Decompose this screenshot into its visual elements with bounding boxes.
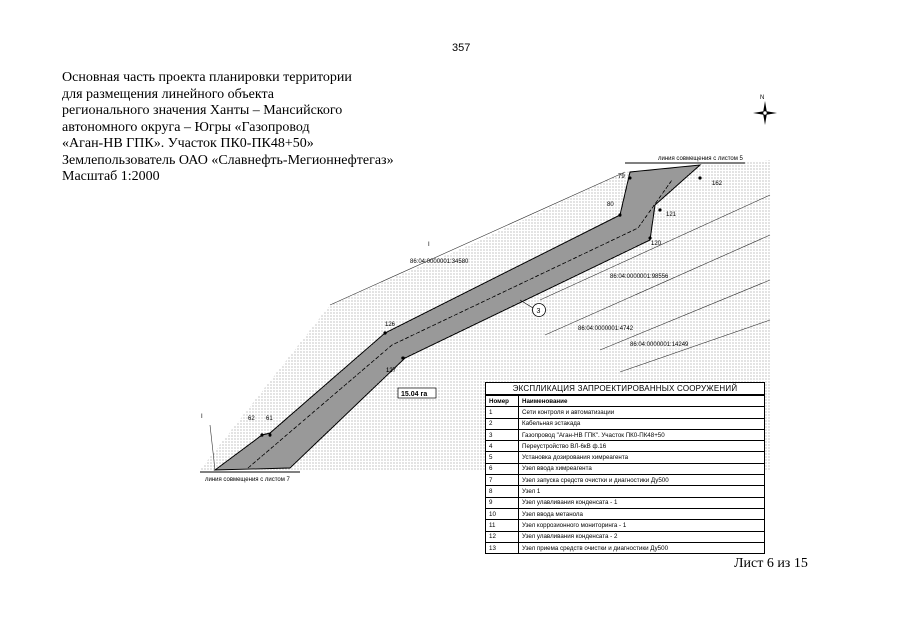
legend-header-row: Номер Наименование — [485, 394, 765, 408]
callout-leader — [519, 299, 534, 309]
row-name: Узел ввода химреагента — [518, 462, 765, 476]
row-number: 1 — [485, 406, 519, 419]
vertex-point — [698, 176, 702, 180]
vertex-markers — [260, 176, 702, 437]
sheet-label: Лист 6 из 15 — [734, 556, 808, 571]
row-number: 2 — [485, 417, 519, 430]
title-line-4: автономного округа – Югры «Газопровод — [62, 119, 310, 135]
vertex-point — [628, 176, 632, 180]
pipeline-axis — [247, 179, 673, 469]
boundary-line — [544, 234, 771, 336]
row-name: Узел коррозионного мониторинга - 1 — [518, 519, 765, 532]
vertex-point — [618, 213, 622, 217]
legend-header-number: Номер — [485, 394, 519, 408]
vertex-label: 61 — [266, 416, 273, 422]
row-number: 3 — [485, 428, 519, 442]
row-number: 10 — [485, 507, 519, 521]
vertex-point — [401, 356, 405, 360]
vertex-label: I — [428, 242, 430, 248]
row-name: Установка дозирования химреагента — [518, 451, 765, 464]
boundary-line — [619, 319, 771, 373]
row-name: Узел 1 — [518, 485, 765, 498]
vertex-point — [648, 236, 652, 240]
title-line-2: для размещения линейного объекта — [62, 86, 274, 102]
title-block: Основная часть проекта планировки террит… — [62, 70, 394, 186]
title-line-6: Землепользователь ОАО «Славнефть-Мегионн… — [62, 152, 394, 168]
row-number: 9 — [485, 496, 519, 509]
legend-title: ЭКСПЛИКАЦИЯ ЗАПРОЕКТИРОВАННЫХ СООРУЖЕНИЙ — [485, 382, 765, 395]
row-number: 4 — [485, 440, 519, 453]
row-name: Узел ввода метанола — [518, 507, 765, 521]
vertex-label: 121 — [666, 212, 677, 218]
legend-header-name: Наименование — [518, 394, 765, 408]
row-name: Сети контроля и автоматизации — [518, 406, 765, 419]
north-label: N — [760, 95, 764, 101]
row-name: Узел запуска средств очистки и диагности… — [518, 474, 765, 487]
vertex-label: 127 — [386, 368, 397, 374]
pipeline-corridor — [213, 164, 702, 471]
parcel-label-4: 86:04:0000001:14249 — [630, 342, 689, 348]
row-name: Газопровод "Аган-НВ ГПК". Участок ПК0-ПК… — [518, 428, 765, 442]
row-name: Узел улавливания конденсата - 2 — [518, 530, 765, 543]
vertex-label: 80 — [607, 202, 614, 208]
parcel-label-1: 86:04:0000001:34580 — [410, 259, 469, 265]
vertex-label: 162 — [712, 181, 723, 187]
title-line-5: «Аган-НВ ГПК». Участок ПК0-ПК48+50» — [62, 136, 314, 151]
callout-number: 3 — [537, 308, 541, 315]
row-number: 11 — [485, 519, 519, 532]
callout-circle — [532, 303, 546, 317]
row-name: Переустройство ВЛ-6кВ ф.16 — [518, 440, 765, 453]
vertex-label: 126 — [385, 322, 396, 328]
vertex-label: 79 — [618, 174, 625, 180]
vertex-labels: 79 162 80 121 120 126 127 62 61 I I — [201, 174, 723, 422]
boundary-line — [329, 171, 626, 306]
row-number: 7 — [485, 474, 519, 487]
vertex-point — [268, 433, 272, 437]
junction-label-top: линия совмещения с листом 5 — [658, 156, 744, 162]
vertex-label: I — [201, 414, 203, 420]
parcel-label-3: 86:04:0000001:4742 — [578, 326, 634, 332]
vertex-point — [260, 433, 264, 437]
vertex-point — [658, 208, 662, 212]
boundary-line — [539, 194, 771, 301]
row-name: Кабельная эстакада — [518, 417, 765, 430]
page-number: 357 — [452, 42, 471, 54]
parcel-label-2: 86:04:0000001:98556 — [610, 274, 669, 280]
boundary-line — [599, 279, 771, 351]
vertex-label: 120 — [651, 241, 662, 247]
vertex-label: 62 — [248, 416, 255, 422]
row-number: 5 — [485, 451, 519, 464]
row-name: Узел приема средств очистки и диагностик… — [518, 541, 765, 555]
parcel-boundaries — [209, 171, 771, 471]
title-line-3: регионального значения Ханты – Мансийско… — [62, 103, 343, 118]
area-label-box — [397, 387, 437, 399]
legend-table: ЭКСПЛИКАЦИЯ ЗАПРОЕКТИРОВАННЫХ СООРУЖЕНИЙ… — [485, 382, 765, 555]
title-line-7: Масштаб 1:2000 — [62, 169, 160, 184]
row-name: Узел улавливания конденсата - 1 — [518, 496, 765, 509]
vertex-point — [383, 331, 387, 335]
junction-label-bottom: линия совмещения с листом 7 — [205, 477, 291, 483]
title-line-1: Основная часть проекта планировки террит… — [62, 70, 352, 85]
area-label: 15.04 га — [401, 391, 427, 398]
row-number: 8 — [485, 485, 519, 498]
row-number: 13 — [485, 541, 519, 555]
row-number: 12 — [485, 530, 519, 543]
boundary-line — [209, 424, 216, 471]
north-arrow-icon: N — [753, 95, 777, 125]
row-number: 6 — [485, 462, 519, 476]
